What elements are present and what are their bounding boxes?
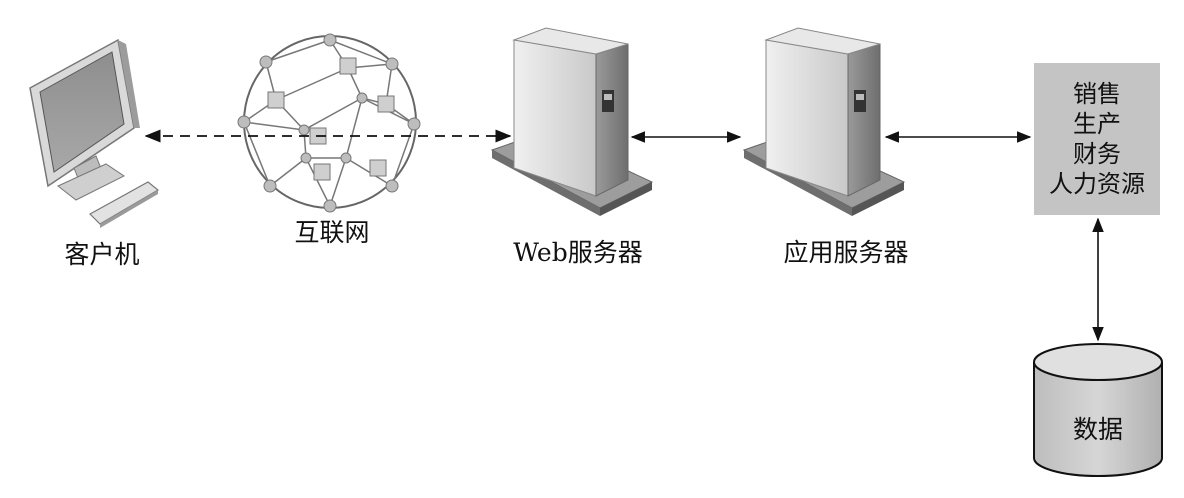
- system-production-label: 生产: [1073, 110, 1121, 138]
- system-sales-label: 销售: [1073, 80, 1121, 108]
- system-finance-label: 财务: [1073, 140, 1121, 168]
- server-tower-icon: [742, 27, 906, 216]
- web-server-label: Web服务器: [513, 238, 643, 267]
- business-systems-box: 销售 生产 财务 人力资源: [1034, 63, 1160, 215]
- system-hr-label: 人力资源: [1049, 170, 1145, 198]
- client-label: 客户机: [64, 240, 140, 269]
- server-tower-icon: [490, 27, 654, 216]
- app-server-label: 应用服务器: [783, 238, 909, 267]
- database-label: 数据: [1072, 415, 1124, 444]
- network-globe-icon: [237, 33, 421, 213]
- database-cylinder-icon: [1033, 343, 1163, 477]
- monitor-icon: [29, 38, 160, 228]
- internet-label: 互联网: [294, 218, 370, 247]
